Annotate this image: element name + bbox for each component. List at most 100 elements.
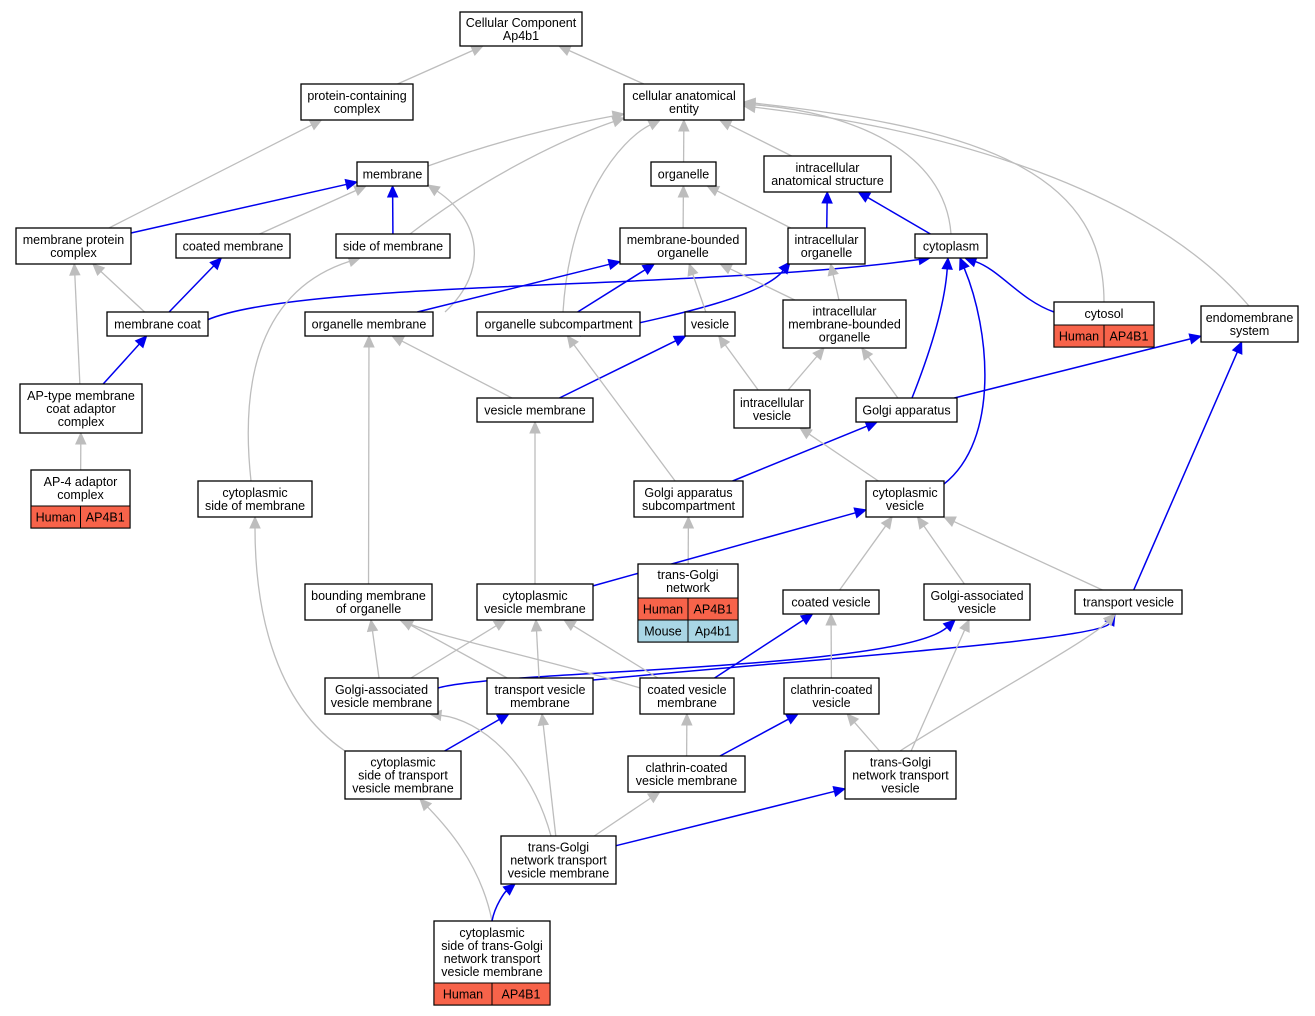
node-organelle[interactable]: organelle [650, 161, 717, 187]
part-of-edge-golgi-apparatus-to-endomembrane-system [954, 338, 1191, 399]
is-a-edge-endomembrane-system-to-cellular-anatomical-entity [754, 106, 1250, 307]
is-a-edge-cytoplasmic-side-tgn-transport-vesicle-membrane-to-cytoplasmic-side-transport-vesicle-membrane [427, 806, 493, 922]
node-label: cytoplasmic [459, 926, 524, 940]
arrowhead [495, 713, 510, 725]
annotation-species-label: Human [1059, 330, 1099, 344]
node-label: Golgi apparatus [644, 486, 732, 500]
annotation-gene-label: Ap4b1 [695, 625, 731, 639]
annotation-species-label: Human [36, 511, 76, 525]
node-box [639, 677, 735, 715]
node-box [476, 311, 641, 337]
node-side-of-membrane[interactable]: side of membrane [335, 233, 451, 259]
node-label: network transport [444, 952, 541, 966]
arrowhead [959, 256, 970, 271]
part-of-edge-golgi-apparatus-to-cytoplasm [911, 268, 948, 399]
node-label: intracellular [795, 233, 859, 247]
node-box [335, 233, 451, 259]
is-a-edge-intracellular-membrane-bounded-organelle-to-intracellular-organelle [832, 274, 840, 301]
node-box [197, 480, 313, 518]
node-coated-membrane[interactable]: coated membrane [175, 233, 291, 259]
node-label: vesicle [753, 409, 791, 423]
node-label: vesicle [886, 499, 924, 513]
node-label: vesicle membrane [441, 965, 542, 979]
node-box [855, 397, 958, 423]
node-organelle-membrane[interactable]: organelle membrane [304, 311, 434, 337]
node-membrane-coat[interactable]: membrane coat [106, 311, 209, 337]
arrowhead [69, 262, 81, 276]
node-golgi-apparatus[interactable]: Golgi apparatus [855, 397, 958, 423]
is-a-edge-golgi-associated-vesicle-membrane-to-cytoplasmic-vesicle-membrane [410, 625, 497, 679]
node-box [914, 233, 988, 259]
arrowhead [611, 116, 626, 128]
node-box [782, 589, 880, 615]
node-organelle-subcompartment[interactable]: organelle subcompartment [476, 311, 641, 337]
is-a-edge-transport-vesicle-to-cytoplasmic-vesicle [953, 520, 1103, 591]
node-label: entity [669, 102, 700, 116]
node-label: organelle [658, 168, 709, 182]
arrowhead [718, 335, 731, 349]
node-cytoplasm[interactable]: cytoplasm [914, 233, 988, 259]
node-coated-vesicle[interactable]: coated vesicle [782, 589, 880, 615]
is-a-edge-protein-containing-complex-to-root [397, 49, 474, 85]
node-label: coat adaptor [46, 402, 116, 416]
is-a-edge-tgn-transport-vesicle-membrane-to-transport-vesicle-membrane [542, 724, 557, 837]
arrowhead [827, 262, 839, 277]
is-a-edge-cytoplasmic-side-transport-vesicle-membrane-to-cytoplasmic-side-of-membrane [254, 527, 346, 752]
node-box [304, 583, 433, 621]
part-of-edge-tgn-transport-vesicle-membrane-to-tgn-transport-vesicle [615, 790, 835, 847]
arrowhead [646, 791, 661, 804]
node-label: transport vesicle [494, 683, 585, 697]
part-of-edge-ap-type-complex-to-membrane-coat [102, 343, 140, 385]
is-a-edge-golgi-associated-vesicle-membrane-to-bounding-membrane-of-organelle [371, 630, 380, 679]
node-box [763, 155, 892, 193]
node-vesicle-membrane[interactable]: vesicle membrane [476, 397, 594, 423]
node-label: membrane protein [23, 233, 124, 247]
node-label: cytoplasmic [370, 756, 435, 770]
node-transport-vesicle[interactable]: transport vesicle [1074, 589, 1183, 615]
arrowhead [91, 263, 106, 277]
node-box [783, 677, 880, 715]
node-vesicle[interactable]: vesicle [684, 311, 736, 337]
node-label: cytoplasmic [222, 486, 287, 500]
node-membrane[interactable]: membrane [356, 161, 429, 187]
node-box [627, 755, 746, 793]
arrowhead [832, 785, 847, 798]
arrowhead [941, 256, 953, 270]
is-a-edge-tgn-transport-vesicle-membrane-to-clathrin-coated-vesicle-membrane [593, 797, 651, 837]
arrowhead [778, 261, 791, 275]
arrowhead [209, 257, 223, 271]
node-label: complex [50, 246, 97, 260]
arrowhead [502, 883, 516, 896]
node-box [344, 750, 462, 800]
part-of-edge-cytoplasmic-side-transport-vesicle-membrane-to-transport-vesicle-membrane [444, 718, 500, 752]
